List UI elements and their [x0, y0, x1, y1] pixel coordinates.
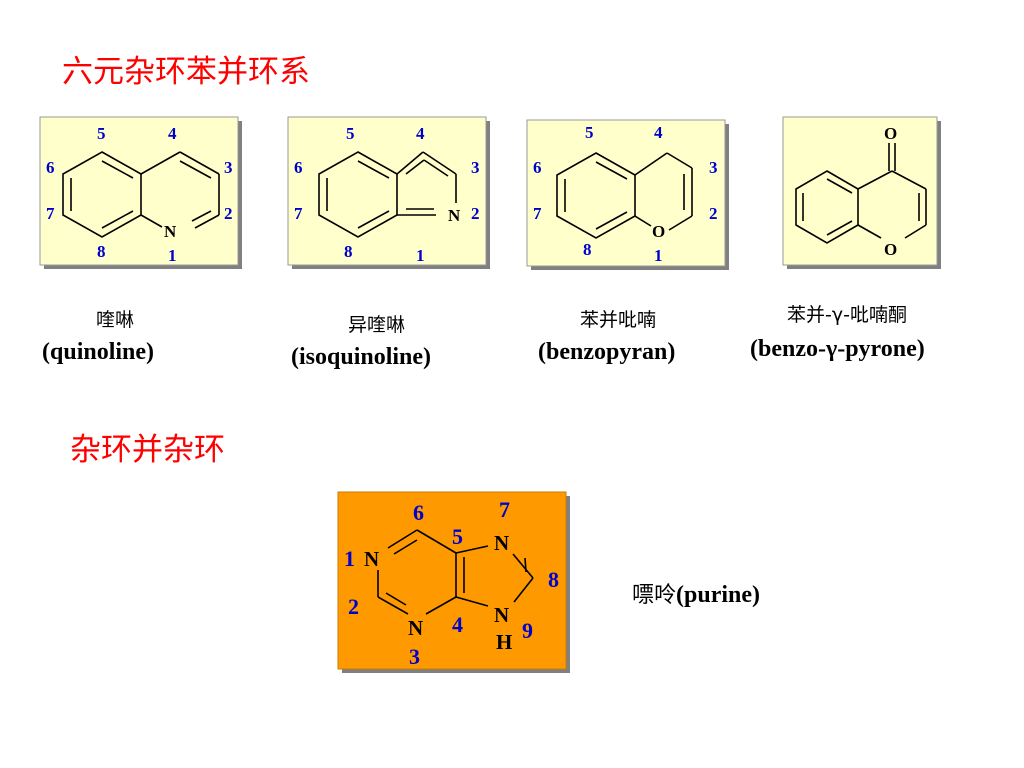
purine-num-5: 5 [452, 524, 463, 549]
isoquinoline-structure: N 5 4 6 3 7 2 8 1 [287, 116, 490, 269]
purine-h9-atom: H [496, 630, 512, 654]
quinoline-num-2: 2 [224, 204, 233, 223]
benzopyran-num-7: 7 [533, 204, 542, 223]
quinoline-name-en: (quinoline) [42, 339, 155, 365]
isoquinoline-num-4: 4 [416, 124, 425, 143]
benzopyran-card: O 5 4 6 3 7 2 8 1 [526, 119, 729, 270]
purine-num-8: 8 [548, 567, 559, 592]
purine-name-cn: 嘌呤 [632, 583, 677, 608]
isoquinoline-num-3: 3 [471, 158, 480, 177]
isoquinoline-n-atom: N [448, 206, 461, 225]
isoquinoline-name-cn: 异喹啉 [348, 314, 406, 336]
benzopyrone-ring-o: O [884, 240, 897, 259]
quinoline-n-atom: N [164, 222, 177, 241]
benzopyrone-card: O O [782, 116, 941, 269]
benzopyran-num-1: 1 [654, 246, 663, 265]
purine-num-7: 7 [499, 497, 510, 522]
isoquinoline-num-7: 7 [294, 204, 303, 223]
purine-n7-atom: N [494, 531, 509, 555]
purine-n9-atom: N [494, 603, 509, 627]
benzopyran-name-en: (benzopyran) [538, 339, 676, 365]
section-title-benzo-fused: 六元杂环苯并环系 [62, 54, 310, 90]
purine-num-6: 6 [413, 500, 424, 525]
purine-card: N N N N H 6 7 5 1 8 2 4 9 3 [337, 491, 570, 673]
benzopyran-num-6: 6 [533, 158, 542, 177]
purine-name-en: (purine) [676, 582, 761, 608]
purine-num-9: 9 [522, 618, 533, 643]
isoquinoline-num-2: 2 [471, 204, 480, 223]
purine-num-3: 3 [409, 644, 420, 669]
quinoline-num-6: 6 [46, 158, 55, 177]
purine-structure: N N N N H 6 7 5 1 8 2 4 9 3 [337, 491, 570, 673]
purine-n1-atom: N [364, 547, 379, 571]
benzopyran-num-2: 2 [709, 204, 718, 223]
isoquinoline-num-5: 5 [346, 124, 355, 143]
purine-n3-atom: N [408, 616, 423, 640]
purine-num-2: 2 [348, 594, 359, 619]
benzopyrone-name-cn: 苯并-γ-吡喃酮 [787, 304, 907, 326]
quinoline-num-8: 8 [97, 242, 106, 261]
isoquinoline-num-8: 8 [344, 242, 353, 261]
quinoline-num-4: 4 [168, 124, 177, 143]
benzopyran-num-5: 5 [585, 123, 594, 142]
benzopyran-num-3: 3 [709, 158, 718, 177]
purine-num-4: 4 [452, 612, 463, 637]
isoquinoline-card: N 5 4 6 3 7 2 8 1 [287, 116, 490, 269]
benzopyrone-structure: O O [782, 116, 941, 269]
quinoline-structure: N 5 4 6 3 7 2 8 1 [39, 116, 242, 269]
quinoline-num-5: 5 [97, 124, 106, 143]
section-title-hetero-fused: 杂环并杂环 [70, 432, 225, 468]
isoquinoline-num-6: 6 [294, 158, 303, 177]
purine-num-1: 1 [344, 546, 355, 571]
isoquinoline-name-en: (isoquinoline) [291, 344, 432, 370]
benzopyrone-carbonyl-o: O [884, 124, 897, 143]
quinoline-num-3: 3 [224, 158, 233, 177]
quinoline-card: N 5 4 6 3 7 2 8 1 [39, 116, 242, 269]
quinoline-name-cn: 喹啉 [96, 309, 135, 331]
purine-name: 嘌呤(purine) [632, 577, 760, 609]
benzopyran-num-4: 4 [654, 123, 663, 142]
quinoline-num-7: 7 [46, 204, 55, 223]
benzopyran-structure: O 5 4 6 3 7 2 8 1 [526, 119, 729, 270]
benzopyran-name-cn: 苯并吡喃 [580, 309, 657, 331]
benzopyran-o-atom: O [652, 222, 665, 241]
isoquinoline-num-1: 1 [416, 246, 425, 265]
quinoline-num-1: 1 [168, 246, 177, 265]
benzopyran-num-8: 8 [583, 240, 592, 259]
benzopyrone-name-en: (benzo-γ-pyrone) [750, 336, 925, 362]
